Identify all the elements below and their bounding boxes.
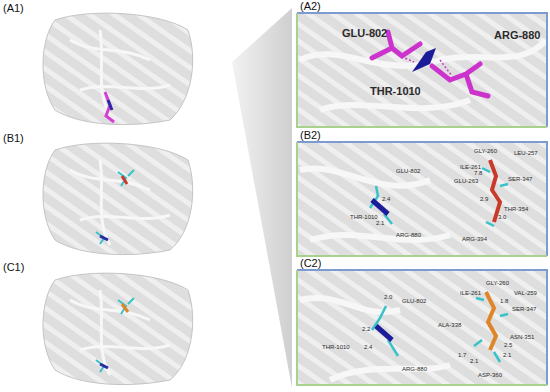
distance-value: 2.1 [376,220,384,226]
residue-label: ARG-880 [494,30,540,42]
distance-value: 2.1 [503,352,511,358]
residue-label: GLU-802 [402,298,426,304]
distance-value: 1.7 [458,352,466,358]
residue-label: GLU-802 [396,168,420,174]
zoom-panel [297,142,547,256]
residue-label: GLU-263 [454,178,478,184]
residue-label: VAL-259 [514,290,537,296]
residue-label: GLY-260 [474,148,497,154]
residue-label: ARG-394 [462,236,487,242]
distance-value: 1.8 [500,298,508,304]
distance-value: 2.4 [364,344,372,350]
distance-value: 2.0 [384,294,392,300]
zoom-fan [232,8,292,388]
distance-value: 2.1 [470,358,478,364]
distance-value: 2.5 [504,342,512,348]
protein-overview [43,143,193,254]
residue-label: GLU-802 [342,28,387,40]
residue-label: ASN-351 [510,334,534,340]
distance-value: 2.2 [362,326,370,332]
residue-label: SER-347 [512,306,536,312]
residue-label: THR-1010 [370,86,421,98]
residue-label: ARG-880 [402,366,427,372]
protein-overview [43,13,193,124]
residue-label: ILE-261 [460,290,481,296]
panel-label: (B1) [3,133,24,145]
residue-label: LEU-257 [514,150,538,156]
residue-label: ILE-261 [460,164,481,170]
residue-label: ALA-338 [438,322,461,328]
panel-label: (A1) [3,3,24,15]
panel-label: (C2) [300,258,321,270]
residue-label: SER-347 [508,176,532,182]
residue-label: ARG-880 [396,232,421,238]
residue-label: GLY-260 [486,280,509,286]
panel-label: (B2) [300,130,321,142]
protein-overview [43,273,193,384]
residue-label: THR-1010 [322,344,350,350]
distance-value: 3.0 [498,214,506,220]
panel-label: (C1) [3,262,24,274]
residue-label: THR-1010 [350,214,378,220]
zoom-panel [297,270,547,385]
zoom-panel [297,13,547,127]
distance-value: 2.4 [382,196,390,202]
residue-label: ASP-360 [478,372,502,378]
residue-label: THR-354 [504,206,528,212]
distance-value: 7.8 [474,170,482,176]
panel-label: (A2) [300,1,321,13]
distance-value: 2.9 [480,196,488,202]
